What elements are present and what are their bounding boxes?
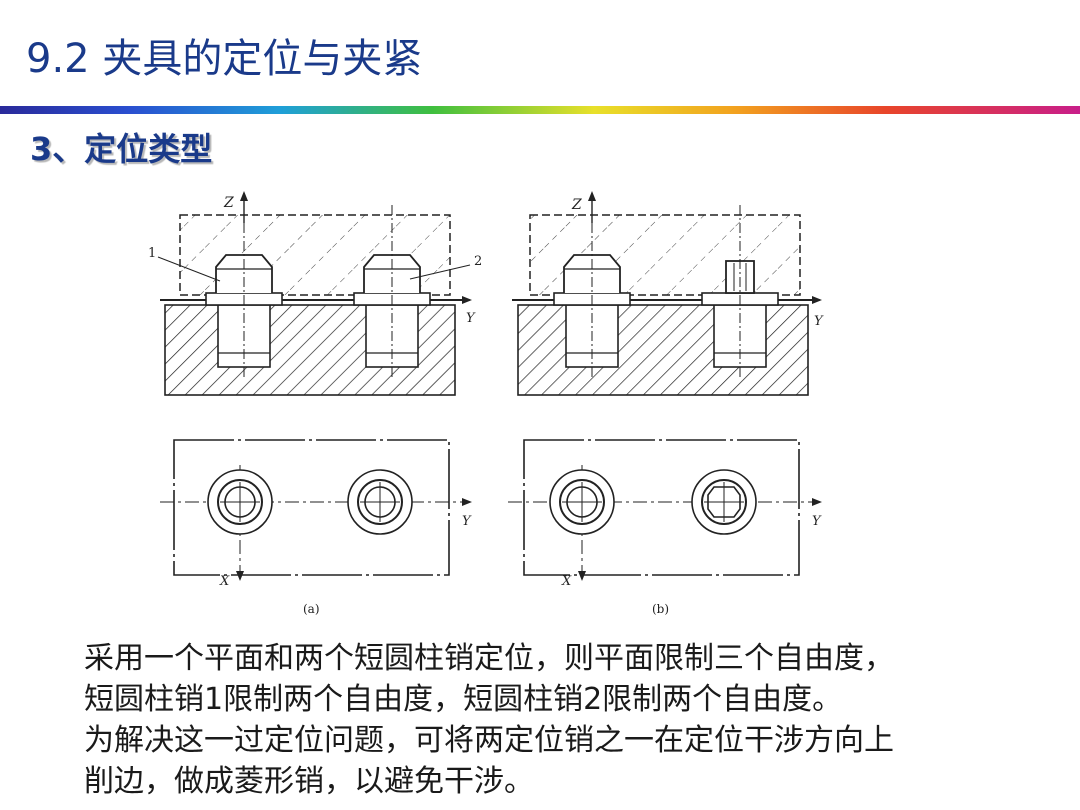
explanation-line: 为解决这一过定位问题，可将两定位销之一在定位干涉方向上 <box>84 723 894 758</box>
explanation-line: 短圆柱销1限制两个自由度，短圆柱销2限制两个自由度。 <box>84 682 843 717</box>
plan-axis-label-x-a: X <box>219 574 230 589</box>
explanation-line: 采用一个平面和两个短圆柱销定位，则平面限制三个自由度， <box>84 641 894 676</box>
axis-label-y-a: Y <box>466 311 476 326</box>
axis-label-z-a: Z <box>223 195 234 211</box>
view-b-elevation: Z Y <box>512 191 824 396</box>
pin-2-elevation <box>353 205 431 380</box>
plan-axis-label-y-a: Y <box>462 514 472 529</box>
view-b-plan: Y X <box>508 439 822 589</box>
round-pin-plan <box>549 469 615 535</box>
axis-label-z-b: Z <box>571 197 582 213</box>
view-a-elevation: Z Y 1 2 <box>148 191 482 396</box>
section-heading: 3、定位类型 <box>30 130 213 168</box>
slide-title: 9.2 夹具的定位与夹紧 <box>26 36 423 82</box>
view-a-plan: Y X <box>160 439 472 589</box>
caption-b: (b) <box>652 602 669 616</box>
diamond-pin-elevation <box>701 205 779 380</box>
caption-a: (a) <box>303 602 320 616</box>
explanation-line: 削边，做成菱形销，以避免干涉。 <box>84 764 534 799</box>
fixture-diagram: Z Y 1 2 Z Y <box>148 191 824 616</box>
plan-axis-label-y-b: Y <box>812 514 822 529</box>
pin-1-plan <box>207 469 273 535</box>
pin-1-elevation <box>205 205 283 380</box>
callout-1: 1 <box>148 246 156 261</box>
callout-2: 2 <box>474 254 482 269</box>
explanation-text: 采用一个平面和两个短圆柱销定位，则平面限制三个自由度， 短圆柱销1限制两个自由度… <box>84 638 1064 802</box>
round-pin-elevation <box>553 205 631 380</box>
title-divider-bar <box>0 106 1080 114</box>
axis-label-y-b: Y <box>814 314 824 329</box>
plan-axis-label-x-b: X <box>561 574 572 589</box>
pin-2-plan <box>347 469 413 535</box>
diamond-pin-plan <box>691 469 757 535</box>
